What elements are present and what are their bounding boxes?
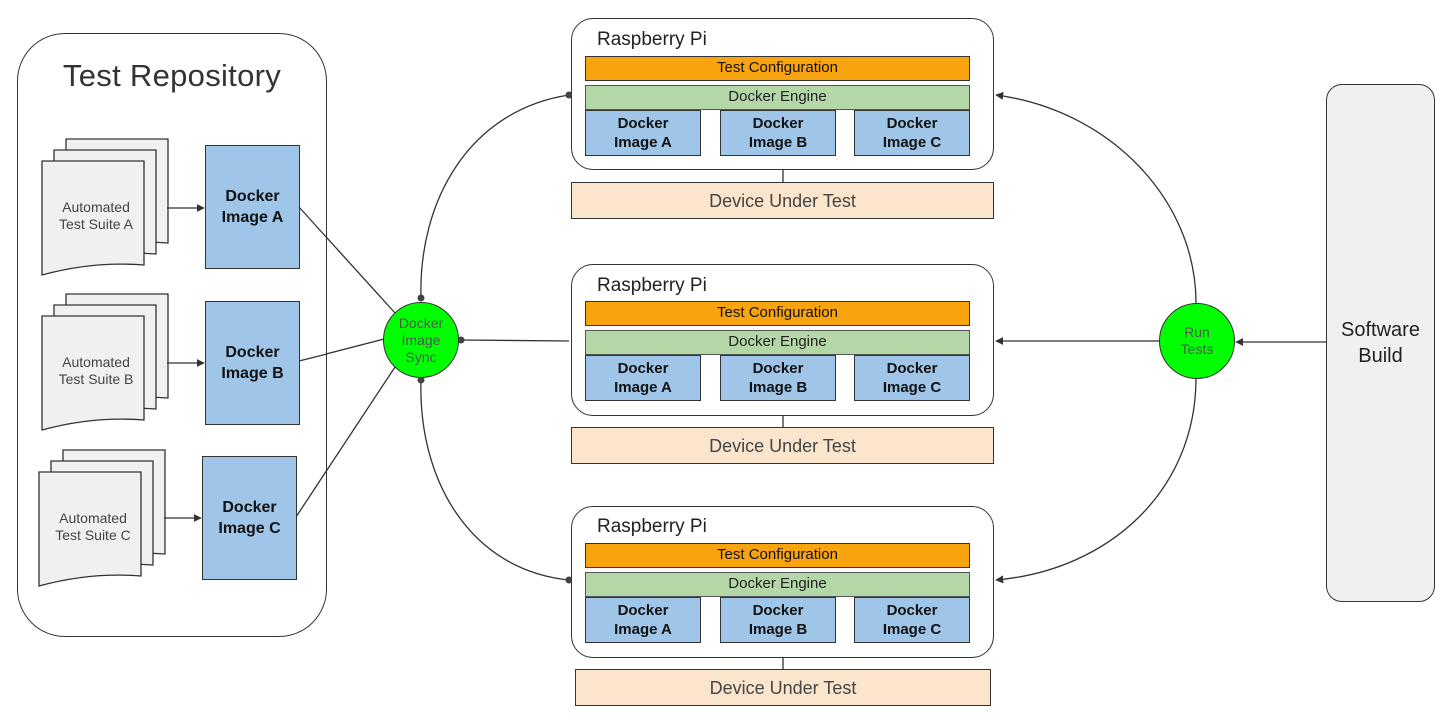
pi-1-test-configuration: Test Configuration (585, 56, 970, 81)
pi-1-docker-engine: Docker Engine (585, 85, 970, 110)
arrow-run-to-pi-1 (995, 91, 1197, 304)
arrow-run-to-pi-3 (995, 377, 1197, 584)
line-sync-to-pi-2 (459, 339, 570, 342)
suite-label-c: Automated Test Suite C (55, 510, 131, 543)
pi-2-device-under-test: Device Under Test (571, 427, 994, 464)
document-stack-a-icon (41, 138, 169, 276)
line-sync-to-pi-1 (420, 94, 570, 300)
joint-dot (417, 376, 425, 384)
suite-label-a: Automated Test Suite A (59, 199, 133, 232)
joint-dot (457, 336, 465, 344)
docker-image-sync-node: Docker Image Sync (383, 302, 459, 378)
joint-dot (417, 294, 425, 302)
pi-1-device-under-test: Device Under Test (571, 182, 994, 219)
joint-dot (565, 576, 573, 584)
raspberry-pi-2-title: Raspberry Pi (597, 275, 707, 296)
run-tests-node: Run Tests (1159, 303, 1235, 379)
pi-2-docker-engine: Docker Engine (585, 330, 970, 355)
pi-3-test-configuration: Test Configuration (585, 543, 970, 568)
pi-2-test-configuration: Test Configuration (585, 301, 970, 326)
raspberry-pi-3-title: Raspberry Pi (597, 516, 707, 537)
suite-label-b: Automated Test Suite B (58, 354, 134, 387)
document-stack-c-icon (38, 449, 166, 587)
document-stack-b-icon (41, 293, 169, 431)
software-build: Software Build (1326, 84, 1435, 602)
line-sync-to-pi-3 (420, 379, 570, 581)
raspberry-pi-1-title: Raspberry Pi (597, 29, 707, 50)
pi-3-device-under-test: Device Under Test (575, 669, 991, 706)
joint-dot (565, 91, 573, 99)
pi-3-docker-engine: Docker Engine (585, 572, 970, 597)
test-repository-title: Test Repository (62, 58, 282, 93)
